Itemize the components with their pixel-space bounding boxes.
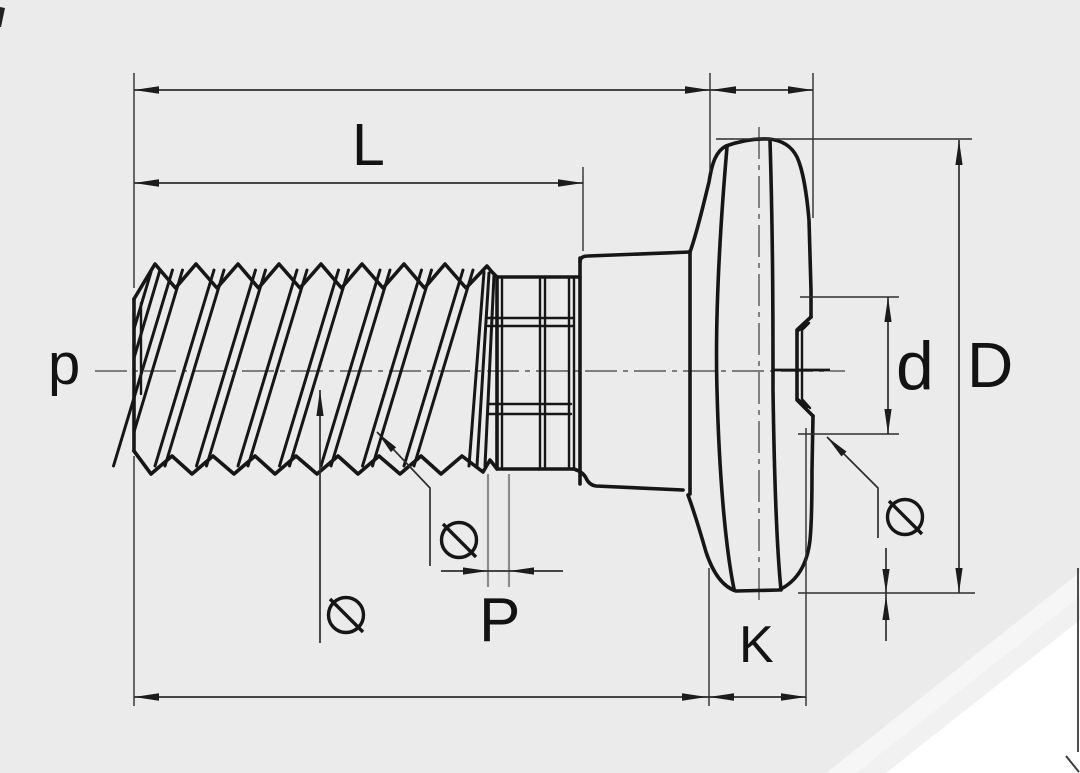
page-corner	[826, 568, 1080, 773]
knurl-vertical-lines	[500, 275, 576, 471]
thread-flank-lines	[112, 268, 496, 468]
edge-mark	[0, 7, 5, 27]
label-thread-length-L: L	[352, 112, 385, 178]
label-boss-diameter-d: d	[896, 328, 934, 404]
extension-lines	[133, 73, 975, 706]
thread-crest-leader	[316, 390, 324, 643]
notch-inner-lines	[796, 321, 812, 410]
notch-leader	[826, 436, 879, 538]
shank-bottom-edge	[572, 467, 685, 492]
diameter-symbol-thread-root: Ø	[439, 520, 479, 560]
label-head-height-K: K	[739, 616, 774, 674]
diameter-symbol-thread-crest: Ø	[326, 595, 366, 635]
head-bottom-outline	[686, 414, 815, 593]
label-head-diameter-D: D	[967, 329, 1013, 401]
label-pitch-P: P	[479, 586, 520, 655]
pitch-extension-lines	[486, 474, 511, 587]
shank-top-edge	[578, 250, 692, 264]
diameter-symbol-notch: Ø	[885, 497, 925, 537]
knurl-section	[486, 275, 582, 471]
thread-top-profile	[132, 262, 499, 301]
page-corner-tick	[1065, 755, 1080, 773]
threaded-section	[112, 262, 499, 476]
head-contour-left	[714, 145, 736, 591]
thread-bottom-profile	[132, 449, 499, 476]
corner-white	[886, 620, 1080, 773]
label-axis-p: p	[48, 332, 80, 397]
knurl-outline	[495, 275, 582, 471]
plain-shank	[572, 250, 692, 492]
head-contour-right	[768, 138, 783, 592]
head-notch-outline	[795, 315, 815, 418]
knurl-horizontal-lines	[486, 316, 576, 416]
thread-root-leader	[376, 431, 431, 566]
dimensions	[133, 73, 975, 706]
